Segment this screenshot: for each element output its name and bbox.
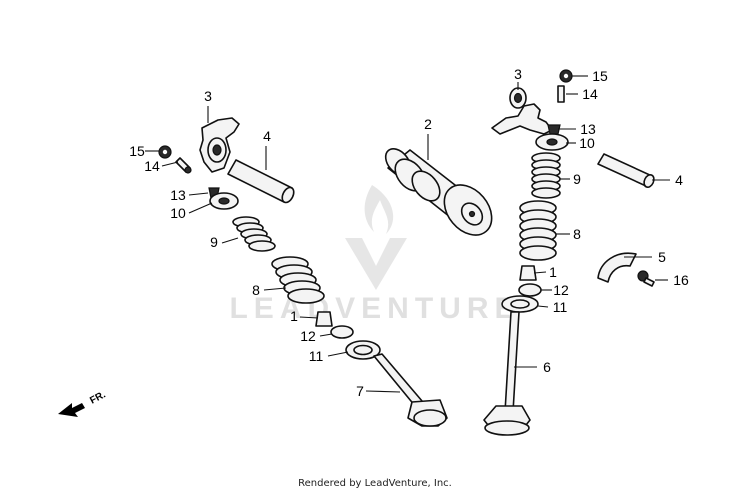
watermark-text: LEADVENTURE xyxy=(229,292,520,325)
callout-left-9: 9 xyxy=(210,234,218,250)
right-valve xyxy=(483,311,531,436)
callout-right-3: 3 xyxy=(514,66,522,82)
callout-right-1: 1 xyxy=(549,264,557,280)
watermark-v-icon xyxy=(345,238,407,290)
callout-right-14: 14 xyxy=(582,86,598,102)
front-direction-indicator: FR. xyxy=(58,389,108,417)
right-rocker-shaft xyxy=(597,153,655,188)
watermark-flame-icon xyxy=(364,185,394,234)
right-spring-seat xyxy=(518,283,542,297)
watermark: LEADVENTURE xyxy=(229,185,520,325)
leader-lines xyxy=(145,75,670,393)
right-inner-spring xyxy=(531,152,561,199)
callout-left-14: 14 xyxy=(144,158,160,174)
callout-right-8: 8 xyxy=(573,226,581,242)
left-adjust-screw xyxy=(175,157,192,174)
callout-right-12: 12 xyxy=(553,282,569,298)
callout-right-6: 6 xyxy=(543,359,551,375)
callouts-right: 3 15 14 13 10 4 9 8 5 1 16 12 11 6 xyxy=(514,66,689,375)
callout-right-5: 5 xyxy=(658,249,666,265)
callout-right-10: 10 xyxy=(579,135,595,151)
left-adjust-nut xyxy=(158,145,172,159)
left-stem-seal xyxy=(315,311,333,327)
callout-left-7: 7 xyxy=(356,383,364,399)
callout-left-1: 1 xyxy=(290,308,298,324)
callout-right-9: 9 xyxy=(573,171,581,187)
right-stem-seal xyxy=(519,265,537,281)
right-spring-retainer xyxy=(535,133,569,151)
left-valve xyxy=(373,353,448,427)
callout-left-8: 8 xyxy=(252,282,260,298)
callouts-center: 2 xyxy=(424,116,432,132)
front-label: FR. xyxy=(88,389,108,406)
right-cam-chain-guide xyxy=(597,252,637,283)
left-spring-seat xyxy=(330,325,354,339)
right-outer-spring xyxy=(519,200,557,261)
right-valve-guide-washer xyxy=(501,295,539,313)
callout-left-15: 15 xyxy=(129,143,145,159)
callout-center-2: 2 xyxy=(424,116,432,132)
left-outer-spring xyxy=(271,256,325,304)
callout-left-13: 13 xyxy=(170,187,186,203)
left-rocker-shaft xyxy=(227,159,295,204)
callout-left-11: 11 xyxy=(309,348,324,364)
callout-right-11: 11 xyxy=(553,299,568,315)
front-arrow-icon xyxy=(58,403,85,417)
right-adjust-nut xyxy=(559,69,573,83)
right-adjust-screw xyxy=(557,85,565,103)
right-guide-bolt xyxy=(637,270,655,287)
left-valve-guide-washer xyxy=(345,340,381,360)
callout-right-13: 13 xyxy=(580,121,596,137)
callout-right-4: 4 xyxy=(675,172,683,188)
callouts-left: 3 15 14 4 13 10 9 8 1 12 11 7 xyxy=(129,88,364,399)
callout-left-4: 4 xyxy=(263,128,271,144)
camshaft xyxy=(384,148,493,236)
callout-left-10: 10 xyxy=(170,205,186,221)
left-spring-retainer xyxy=(209,192,239,210)
right-rocker-arm xyxy=(491,87,553,135)
left-rocker-arm xyxy=(199,117,240,173)
callout-right-15: 15 xyxy=(592,68,608,84)
callout-left-12: 12 xyxy=(300,328,316,344)
callout-left-3: 3 xyxy=(204,88,212,104)
callout-right-16: 16 xyxy=(673,272,689,288)
footer-credit: Rendered by LeadVenture, Inc. xyxy=(298,478,452,489)
left-inner-spring xyxy=(232,216,276,252)
